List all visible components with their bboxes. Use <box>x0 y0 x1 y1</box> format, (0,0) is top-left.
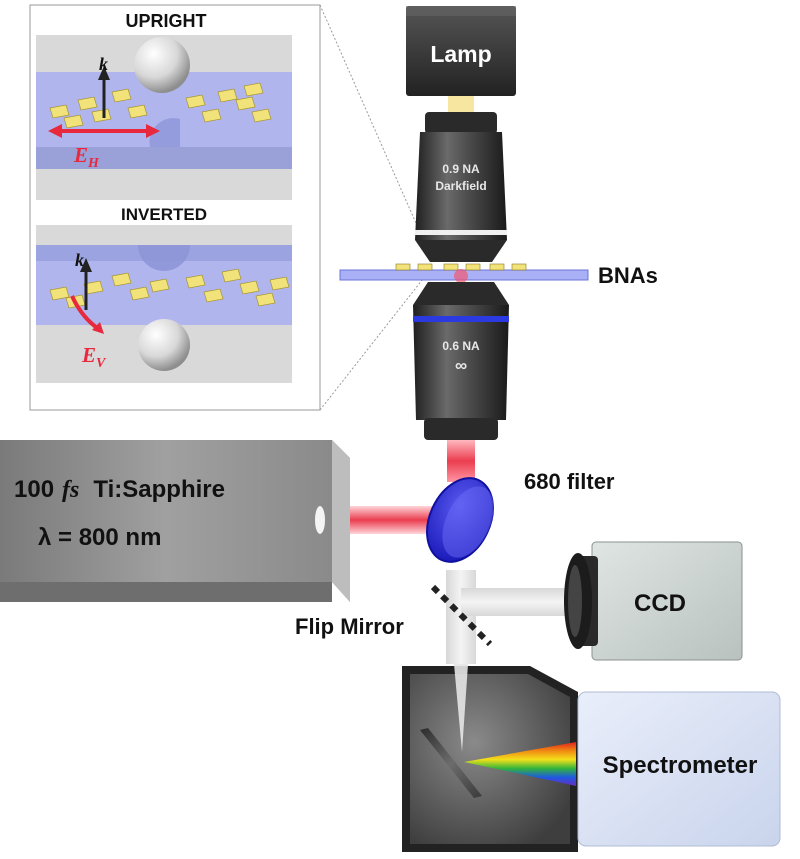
nanoantenna-block <box>201 108 222 123</box>
nanoantenna-block <box>255 292 276 307</box>
k-label-upright: k <box>99 54 108 74</box>
red-beam-vertical <box>447 440 475 482</box>
nanoantenna-block <box>269 276 290 291</box>
focus-spot <box>454 269 468 283</box>
nanoantenna-block <box>129 286 150 301</box>
inverted-title: INVERTED <box>121 205 207 224</box>
lamp: Lamp <box>406 6 516 96</box>
upright-title: UPRIGHT <box>126 11 207 31</box>
signal-beam-to-ccd <box>461 588 571 616</box>
ev-label: EV <box>81 343 107 371</box>
spectrum-rainbow <box>464 742 576 786</box>
spectrometer-label: Spectrometer <box>603 752 758 779</box>
lamp-label: Lamp <box>430 41 491 67</box>
bottom-objective-type: ∞ <box>455 356 467 375</box>
filter-label: 680 filter <box>524 469 615 494</box>
ccd-label: CCD <box>634 590 686 617</box>
top-objective: 0.9 NA Darkfield <box>415 112 507 262</box>
k-label-inverted: k <box>75 250 84 270</box>
bottom-objective: 0.6 NA ∞ <box>413 282 509 440</box>
nanoantenna-block <box>235 96 256 111</box>
spectrometer: Spectrometer <box>402 664 781 852</box>
sphere <box>134 37 190 93</box>
nanoantenna-block <box>221 268 242 283</box>
nanoantenna-block <box>111 88 132 103</box>
top-objective-type: Darkfield <box>435 179 486 193</box>
nanoantenna-block <box>185 94 206 109</box>
nanoantenna-block <box>49 286 70 301</box>
nanoantenna-block <box>217 88 238 103</box>
nanoantenna-block <box>63 114 84 129</box>
nanoantenna-block <box>149 278 170 293</box>
flip-mirror <box>430 584 493 647</box>
nanoantenna-block <box>111 272 132 287</box>
projection-line <box>319 269 431 411</box>
inset-panel: UPRIGHT INVERTED k k EH EV <box>29 4 431 411</box>
projection-line <box>319 4 431 256</box>
top-objective-na: 0.9 NA <box>442 162 480 176</box>
nanoantenna-array <box>49 82 290 309</box>
nanoantenna-block <box>77 96 98 111</box>
flip-mirror-label: Flip Mirror <box>295 614 404 639</box>
bottom-objective-na: 0.6 NA <box>442 339 480 353</box>
nanoantenna-block <box>49 104 70 119</box>
filter-680 <box>426 477 494 563</box>
lamp-light-beam <box>448 96 474 114</box>
grating <box>420 728 482 798</box>
ccd-camera: CCD <box>564 541 743 661</box>
bnas-label: BNAs <box>598 263 658 288</box>
nanoantenna-block <box>185 274 206 289</box>
nanoantenna-block <box>243 82 264 97</box>
sphere <box>138 319 190 371</box>
laser-wavelength: λ = 800 nm <box>38 524 161 551</box>
nanoantenna-block <box>251 108 272 123</box>
nanoantenna-block <box>239 280 260 295</box>
eh-label: EH <box>73 143 100 171</box>
nanoantenna-block <box>127 104 148 119</box>
nanoantenna-block <box>203 288 224 303</box>
